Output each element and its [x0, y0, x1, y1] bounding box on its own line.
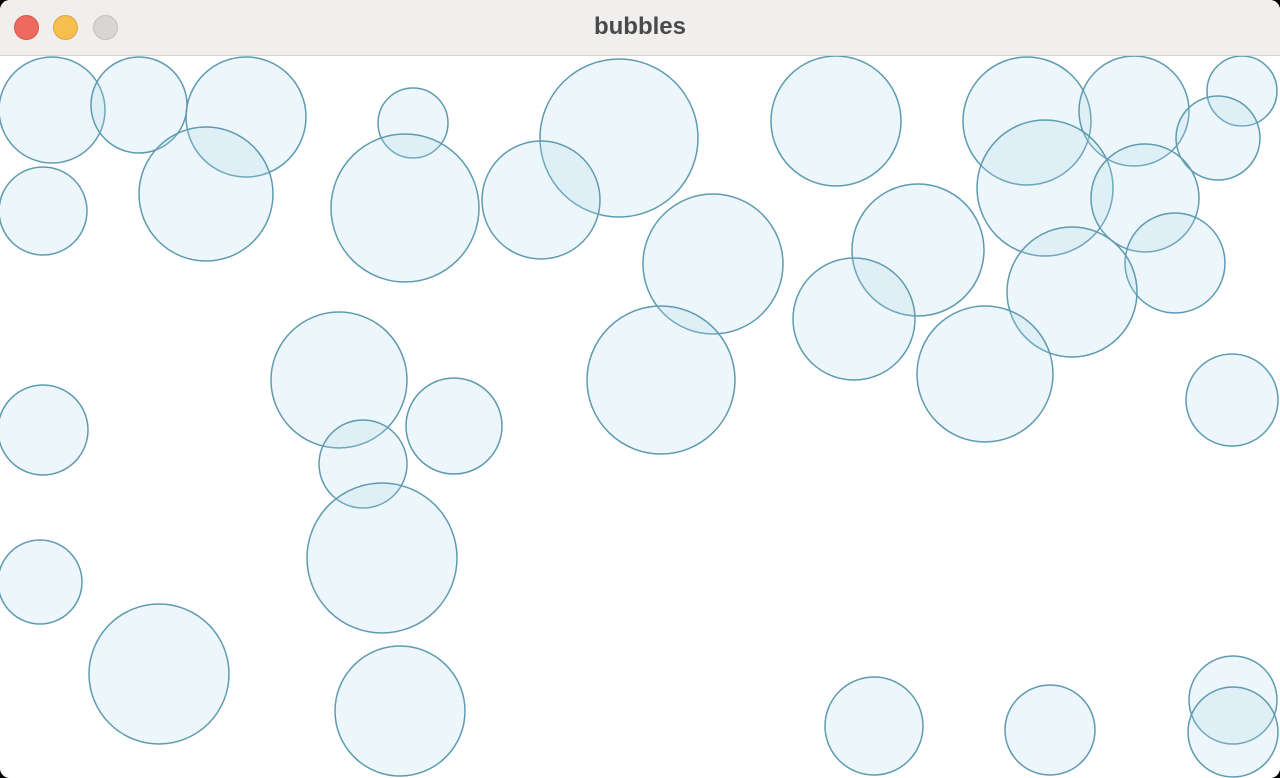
- bubble: [334, 645, 466, 777]
- bubble: [1188, 655, 1278, 745]
- close-window-button[interactable]: [14, 15, 39, 40]
- title-bar[interactable]: bubbles: [0, 0, 1280, 56]
- bubble: [824, 676, 924, 776]
- bubble: [962, 56, 1092, 186]
- bubble: [1078, 56, 1190, 167]
- bubble: [1124, 212, 1226, 314]
- window-title: bubbles: [593, 13, 686, 40]
- bubble: [1185, 353, 1279, 447]
- bubble-canvas[interactable]: [0, 56, 1280, 778]
- bubble: [377, 87, 449, 159]
- bubble: [318, 419, 408, 509]
- bubble: [1187, 686, 1279, 778]
- bubble: [976, 119, 1114, 257]
- bubble: [916, 305, 1054, 443]
- bubble: [1206, 56, 1278, 127]
- bubble: [0, 166, 88, 256]
- bubble: [1090, 143, 1200, 253]
- bubble: [306, 482, 458, 634]
- bubble: [330, 133, 480, 283]
- zoom-window-button[interactable]: [93, 15, 118, 40]
- bubble: [770, 56, 902, 187]
- bubble: [481, 140, 601, 260]
- bubble: [1175, 95, 1261, 181]
- bubble: [851, 183, 985, 317]
- bubble: [405, 377, 503, 475]
- bubble: [539, 58, 699, 218]
- bubble: [1006, 226, 1138, 358]
- bubble: [138, 126, 274, 262]
- minimize-window-button[interactable]: [53, 15, 78, 40]
- bubble: [0, 539, 83, 625]
- bubble-drawing: [0, 56, 1279, 778]
- bubble: [1004, 684, 1096, 776]
- bubble: [642, 193, 784, 335]
- bubble: [88, 603, 230, 745]
- bubble: [0, 56, 106, 164]
- bubble: [792, 257, 916, 381]
- bubble: [270, 311, 408, 449]
- bubble: [0, 384, 89, 476]
- bubble: [185, 56, 307, 178]
- bubble: [586, 305, 736, 455]
